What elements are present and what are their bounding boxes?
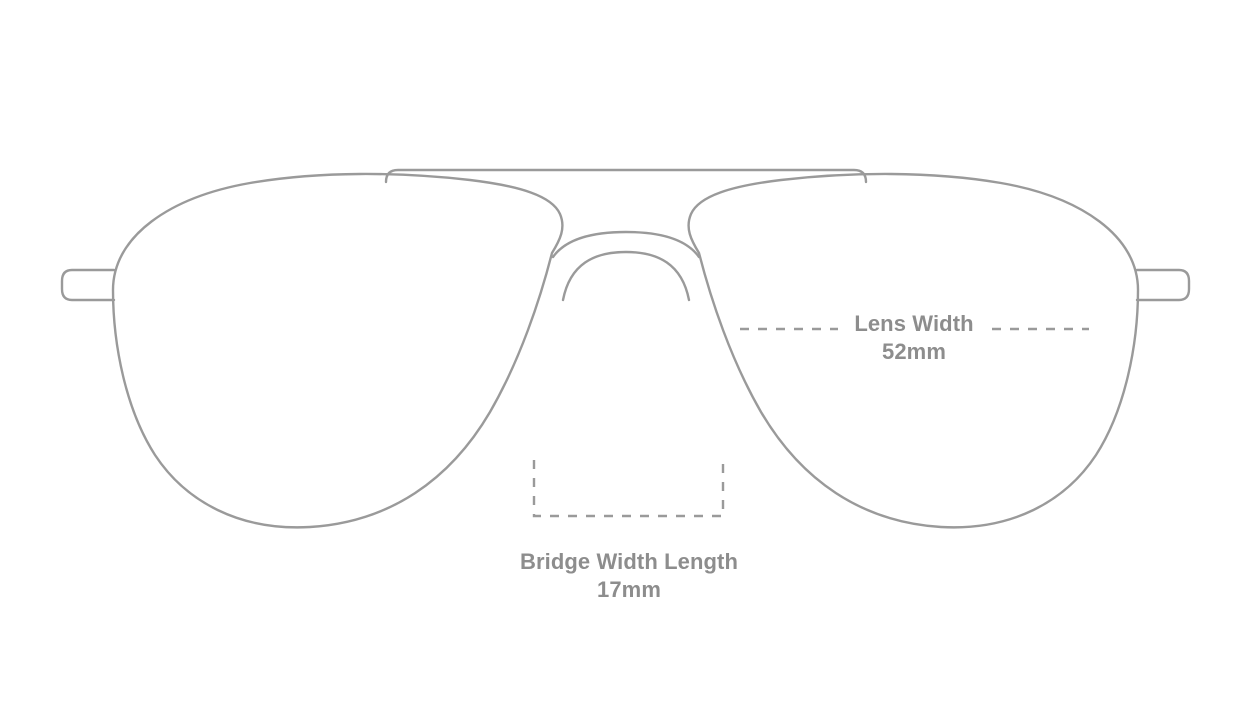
frame-outline-group (60, 168, 1191, 529)
bridge-width-guide-bracket (532, 460, 725, 518)
bridge-width-title: Bridge Width Length (519, 549, 738, 574)
nose-bridge-inner-arc (561, 250, 691, 302)
bridge-width-label: Bridge Width Length 17mm (518, 548, 740, 604)
bridge-width-guide (532, 460, 725, 518)
right-lens-outline (687, 172, 1140, 529)
lens-width-label: Lens Width 52mm (803, 310, 1025, 366)
right-temple-tab (1135, 268, 1191, 302)
lens-width-value: 52mm (882, 339, 946, 365)
nose-bridge-outer-arc (551, 230, 701, 259)
top-brow-bar (384, 168, 868, 184)
bridge-width-value: 17mm (597, 577, 661, 603)
lens-width-title: Lens Width (854, 311, 974, 336)
left-temple-tab (60, 268, 116, 302)
left-lens-outline (111, 172, 564, 529)
